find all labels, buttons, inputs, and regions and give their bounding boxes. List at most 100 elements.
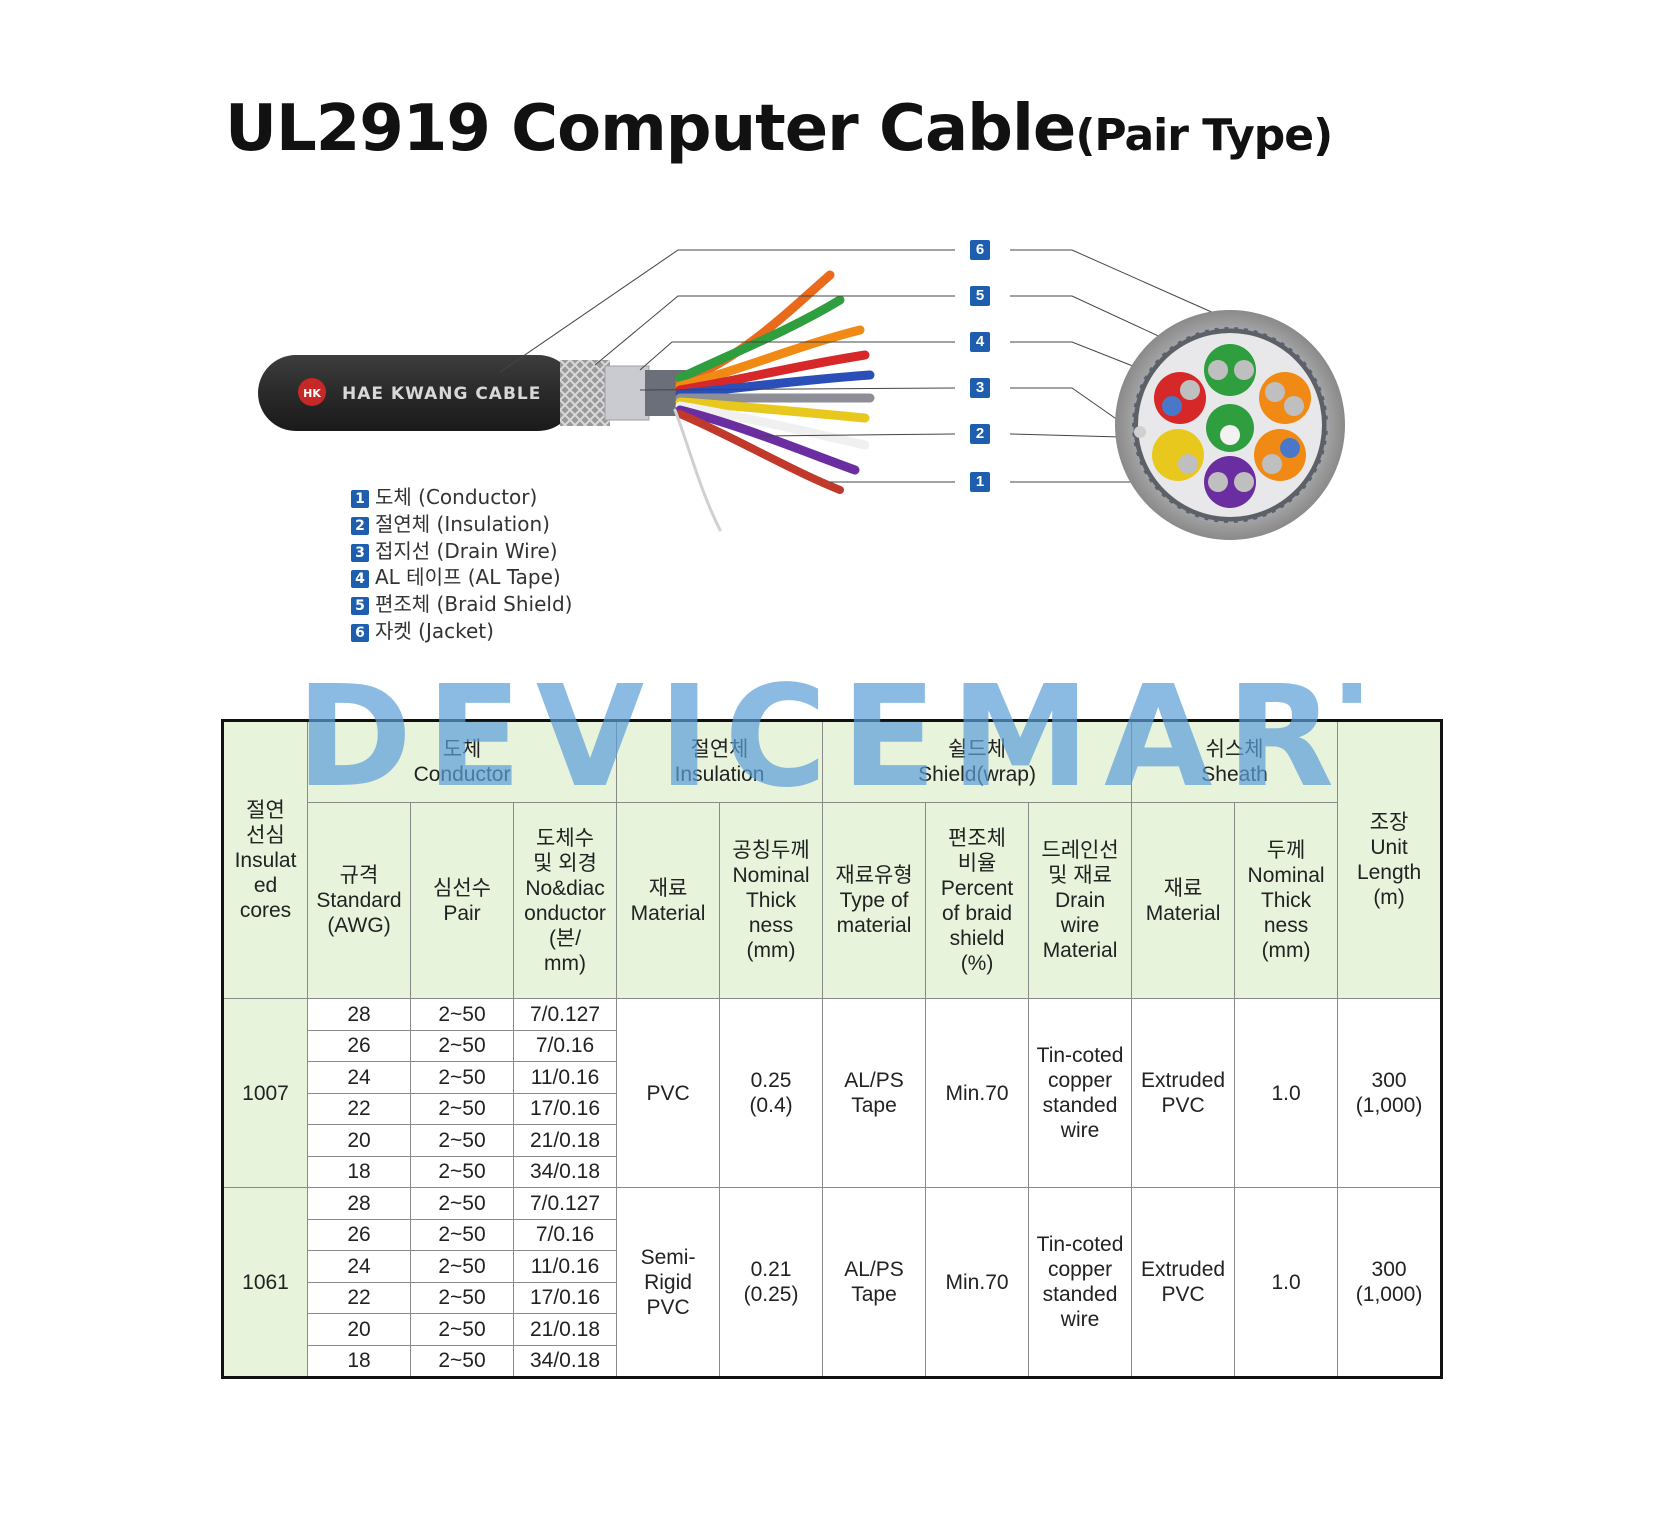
legend-item: 2 절연체 (Insulation) — [351, 511, 572, 538]
header-sheath-material: 재료 Material — [1131, 802, 1236, 999]
nd-cell: 34/0.18 — [512, 1155, 618, 1188]
title-sub: (Pair Type) — [1075, 110, 1333, 161]
table-row: 26 2~50 7/0.16 — [223, 1029, 1442, 1062]
nd-cell: 11/0.16 — [512, 1250, 618, 1283]
leader-lines — [499, 249, 1226, 483]
braid-shield — [560, 360, 610, 426]
al-tape — [604, 365, 650, 421]
callout-badge-2: 2 — [970, 424, 990, 444]
legend-item: 6 자켓 (Jacket) — [351, 618, 572, 645]
nd-cell: 21/0.18 — [512, 1313, 618, 1346]
header-insulation: 절연체 Insulation — [616, 720, 824, 803]
ins-thickness-cell: 0.21 (0.25) — [719, 1187, 824, 1378]
legend-badge: 2 — [351, 516, 369, 535]
pair-cell: 2~50 — [410, 1061, 514, 1094]
braid-percent-cell: Min.70 — [925, 998, 1030, 1188]
table-row: 26 2~50 7/0.16 — [223, 1218, 1442, 1251]
brand-label: HAE KWANG CABLE — [342, 384, 541, 404]
table-row: 24 2~50 11/0.16 — [223, 1061, 1442, 1094]
cross-section — [1115, 310, 1345, 540]
colored-wires — [673, 270, 875, 532]
pair-cell: 2~50 — [410, 1344, 514, 1378]
legend-label: AL 테이프 (AL Tape) — [375, 565, 561, 590]
legend-badge: 5 — [351, 597, 369, 616]
legend-item: 3 접지선 (Drain Wire) — [351, 538, 572, 565]
awg-cell: 22 — [307, 1092, 411, 1125]
shield-type-cell: AL/PS Tape — [822, 1187, 927, 1378]
pair-cell: 2~50 — [410, 998, 514, 1031]
callout-badge-6: 6 — [970, 240, 990, 260]
drain-wire-cell: Tin-coted copper standed wire — [1028, 998, 1133, 1188]
nd-cell: 17/0.16 — [512, 1092, 618, 1125]
legend-label: 접지선 (Drain Wire) — [375, 538, 558, 563]
table-row: 18 2~50 34/0.18 — [223, 1344, 1442, 1378]
drain-wire-cell: Tin-coted copper standed wire — [1028, 1187, 1133, 1378]
callout-badge-5: 5 — [970, 286, 990, 306]
unit-length-cell: 300 (1,000) — [1337, 1187, 1443, 1378]
table-row: 20 2~50 21/0.18 — [223, 1313, 1442, 1346]
header-unit-length: 조장 Unit Length (m) — [1337, 720, 1443, 999]
nd-cell: 7/0.16 — [512, 1029, 618, 1062]
core-cell: 1061 — [222, 1187, 308, 1378]
legend-label: 절연체 (Insulation) — [375, 511, 550, 536]
pair-cell: 2~50 — [410, 1187, 514, 1220]
pair-cell: 2~50 — [410, 1313, 514, 1346]
awg-cell: 20 — [307, 1313, 411, 1346]
nd-cell: 21/0.18 — [512, 1124, 618, 1157]
sheath-thickness-cell: 1.0 — [1234, 1187, 1339, 1378]
header-cores: 절연 선심 Insulat ed cores — [222, 720, 308, 999]
pair-cell: 2~50 — [410, 1092, 514, 1125]
header-conductor: 도체 Conductor — [306, 720, 618, 803]
header-no-diameter: 도체수 및 외경 No&diac onductor (본/ mm) — [512, 802, 618, 999]
pair-cell: 2~50 — [410, 1124, 514, 1157]
legend-badge: 4 — [351, 570, 369, 589]
unit-length-cell: 300 (1,000) — [1337, 998, 1443, 1188]
awg-cell: 28 — [307, 998, 411, 1031]
watermark: DEVICEMART — [296, 680, 1361, 795]
cable-illustration: HK HAE KWANG CABLE — [258, 249, 1345, 540]
header-standard: 규격 Standard (AWG) — [307, 802, 411, 999]
core-cell: 1007 — [222, 998, 308, 1188]
title-main: UL2919 Computer Cable — [225, 92, 1076, 166]
awg-cell: 22 — [307, 1281, 411, 1314]
brand-logo-icon: HK — [298, 378, 326, 406]
legend-label: 자켓 (Jacket) — [375, 618, 494, 643]
awg-cell: 26 — [307, 1029, 411, 1062]
nd-cell: 17/0.16 — [512, 1281, 618, 1314]
pair-cell: 2~50 — [410, 1029, 514, 1062]
pair-cell: 2~50 — [410, 1218, 514, 1251]
spec-table: 절연 선심 Insulat ed cores 도체 Conductor 절연체 … — [221, 719, 1444, 1379]
nd-cell: 11/0.16 — [512, 1061, 618, 1094]
ins-thickness-cell: 0.25 (0.4) — [719, 998, 824, 1188]
pair-cell: 2~50 — [410, 1250, 514, 1283]
header-ins-thickness: 공칭두께 Nominal Thick ness (mm) — [719, 802, 824, 999]
legend-badge: 6 — [351, 623, 369, 642]
callout-badge-4: 4 — [970, 332, 990, 352]
awg-cell: 18 — [307, 1344, 411, 1378]
pair-cell: 2~50 — [410, 1281, 514, 1314]
header-drain-wire: 드레인선 및 재료 Drain wire Material — [1028, 802, 1133, 999]
sheath-material-cell: Extruded PVC — [1131, 1187, 1236, 1378]
awg-cell: 26 — [307, 1218, 411, 1251]
legend-label: 도체 (Conductor) — [375, 485, 538, 509]
legend-badge: 3 — [351, 543, 369, 562]
brand-logo-text: HK — [303, 387, 321, 400]
awg-cell: 24 — [307, 1250, 411, 1283]
pair-cell: 2~50 — [410, 1155, 514, 1188]
table-row: 24 2~50 11/0.16 — [223, 1250, 1442, 1283]
header-braid-percent: 편조체 비율 Percent of braid shield (%) — [925, 802, 1030, 999]
shield-type-cell: AL/PS Tape — [822, 998, 927, 1188]
header-sheath: 쉬스체 Sheath — [1131, 720, 1339, 803]
header-shield-type: 재료유형 Type of material — [822, 802, 927, 999]
header-ins-material: 재료 Material — [616, 802, 721, 999]
callout-badge-3: 3 — [970, 378, 990, 398]
sheath-thickness-cell: 1.0 — [1234, 998, 1339, 1188]
awg-cell: 20 — [307, 1124, 411, 1157]
nd-cell: 34/0.18 — [512, 1344, 618, 1378]
awg-cell: 28 — [307, 1187, 411, 1220]
sheath-material-cell: Extruded PVC — [1131, 998, 1236, 1188]
header-pair: 심선수 Pair — [410, 802, 514, 999]
